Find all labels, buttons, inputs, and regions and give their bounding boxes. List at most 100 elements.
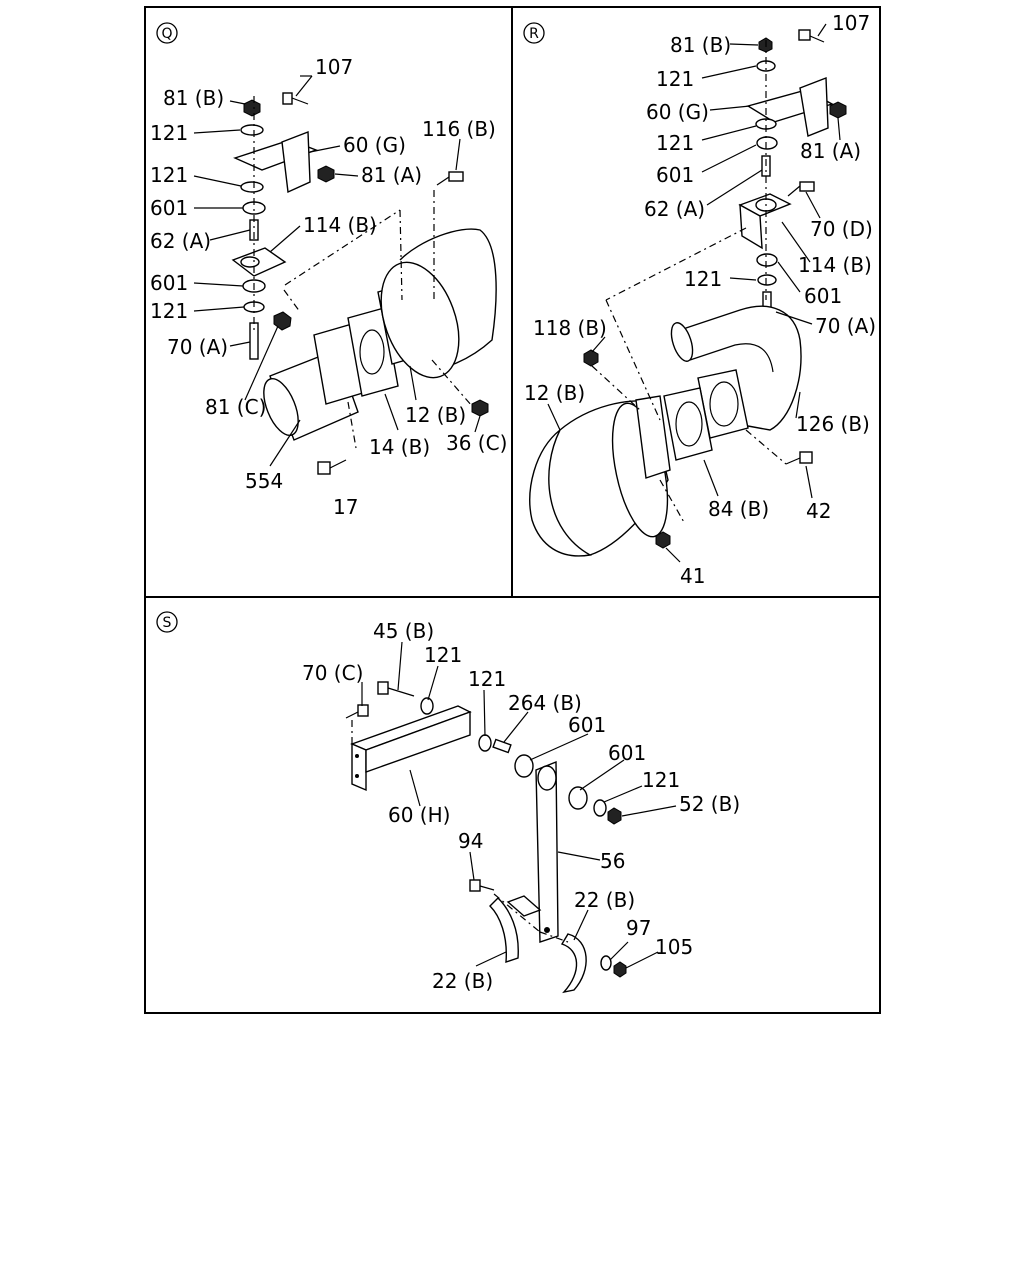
bracket-60h-hole xyxy=(355,774,359,778)
label-s-94: 94 xyxy=(458,829,483,853)
leader xyxy=(729,43,759,46)
leader xyxy=(503,711,529,743)
bolt-17-q-head xyxy=(317,461,331,475)
washer-121-s-c xyxy=(593,799,607,817)
leader xyxy=(529,733,589,761)
muffler-12b-r-shell xyxy=(529,429,593,557)
label-r-62a: 62 (A) xyxy=(644,197,705,221)
leader xyxy=(591,336,606,353)
gasket-14b-hole xyxy=(359,329,385,375)
label-s-121c: 121 xyxy=(642,768,680,792)
label-r-121c: 121 xyxy=(684,267,722,291)
label-s-121a: 121 xyxy=(424,643,462,667)
leader xyxy=(805,191,821,219)
label-q-70a: 70 (A) xyxy=(167,335,228,359)
label-s-601a: 601 xyxy=(568,713,606,737)
leader xyxy=(795,391,801,419)
leader xyxy=(483,689,486,737)
label-r-107: 107 xyxy=(832,11,870,35)
label-s-56: 56 xyxy=(600,849,625,873)
leader xyxy=(837,117,841,141)
label-q-107: 107 xyxy=(315,55,353,79)
leader xyxy=(665,547,681,563)
leader xyxy=(474,415,481,433)
label-q-81b: 81 (B) xyxy=(163,86,224,110)
label-r-41: 41 xyxy=(680,564,705,588)
nut-41-r xyxy=(655,531,671,549)
label-q-601b: 601 xyxy=(150,271,188,295)
leader xyxy=(729,277,757,281)
label-r-70d: 70 (D) xyxy=(810,217,873,241)
leader xyxy=(817,23,827,37)
nut-36c-q xyxy=(471,399,489,417)
label-r-84b: 84 (B) xyxy=(708,497,769,521)
leader xyxy=(455,138,461,171)
bolt-94-head xyxy=(469,879,481,892)
label-q-14b: 14 (B) xyxy=(369,435,430,459)
label-r-70a: 70 (A) xyxy=(815,314,876,338)
panel-r-letter: R xyxy=(529,26,539,42)
leader xyxy=(334,173,359,177)
label-q-601a: 601 xyxy=(150,196,188,220)
label-q-121b: 121 xyxy=(150,163,188,187)
leader xyxy=(609,941,629,961)
leader xyxy=(193,175,242,187)
clamp-22b-left xyxy=(489,897,519,963)
leader xyxy=(547,403,561,431)
axis-line xyxy=(539,931,569,943)
bolt-70d-r-head xyxy=(799,181,815,192)
axis-line xyxy=(605,227,747,301)
bolt-107-r-head xyxy=(798,29,811,41)
label-s-121b: 121 xyxy=(468,667,506,691)
leader xyxy=(805,465,813,499)
leader xyxy=(309,145,341,153)
leader xyxy=(701,125,757,141)
bolt-70d-r-shank xyxy=(787,185,801,197)
nut-81a-q xyxy=(317,165,335,183)
flange-126b-hole xyxy=(709,381,739,427)
label-s-22b-right: 22 (B) xyxy=(574,888,635,912)
label-q-12b: 12 (B) xyxy=(405,403,466,427)
washer-121-s-b xyxy=(478,734,492,752)
axis-line xyxy=(745,429,787,465)
nut-81c-q xyxy=(273,311,292,331)
leader xyxy=(706,169,763,206)
leader xyxy=(384,393,399,431)
label-r-114b: 114 (B) xyxy=(798,253,872,277)
panel-r-marker xyxy=(523,22,545,44)
bush-601-s-b xyxy=(568,786,588,810)
label-r-601b: 601 xyxy=(804,284,842,308)
label-q-116b: 116 (B) xyxy=(422,117,496,141)
bolt-70c-head xyxy=(357,704,369,717)
flange-12b-r xyxy=(635,395,671,479)
leader xyxy=(229,341,251,347)
label-q-121c: 121 xyxy=(150,299,188,323)
nut-81b-q xyxy=(243,99,261,117)
panel-s: S xyxy=(156,611,740,994)
leader xyxy=(573,909,589,941)
leader xyxy=(781,221,811,263)
clamp-22b-left-tab xyxy=(506,895,542,917)
label-q-81a: 81 (A) xyxy=(361,163,422,187)
leader xyxy=(295,75,313,97)
leader xyxy=(475,951,507,967)
label-r-42: 42 xyxy=(806,499,831,523)
pipe-126b-inner xyxy=(689,343,774,373)
label-r-121b: 121 xyxy=(656,131,694,155)
leader xyxy=(621,805,677,817)
label-r-126b: 126 (B) xyxy=(796,412,870,436)
bush-601-s-a xyxy=(514,754,534,778)
leader xyxy=(557,851,601,861)
washer-97 xyxy=(600,955,612,971)
leader xyxy=(625,951,659,969)
leader xyxy=(703,459,719,497)
label-s-60h: 60 (H) xyxy=(388,803,450,827)
leader xyxy=(709,105,751,111)
bracket-60g-r-side xyxy=(799,76,829,137)
label-r-601a: 601 xyxy=(656,163,694,187)
label-r-60g: 60 (G) xyxy=(646,100,709,124)
bolt-107-q-head xyxy=(282,92,293,105)
pipe-554-end xyxy=(263,377,299,437)
nut-52b xyxy=(607,807,622,825)
label-s-97: 97 xyxy=(626,916,651,940)
